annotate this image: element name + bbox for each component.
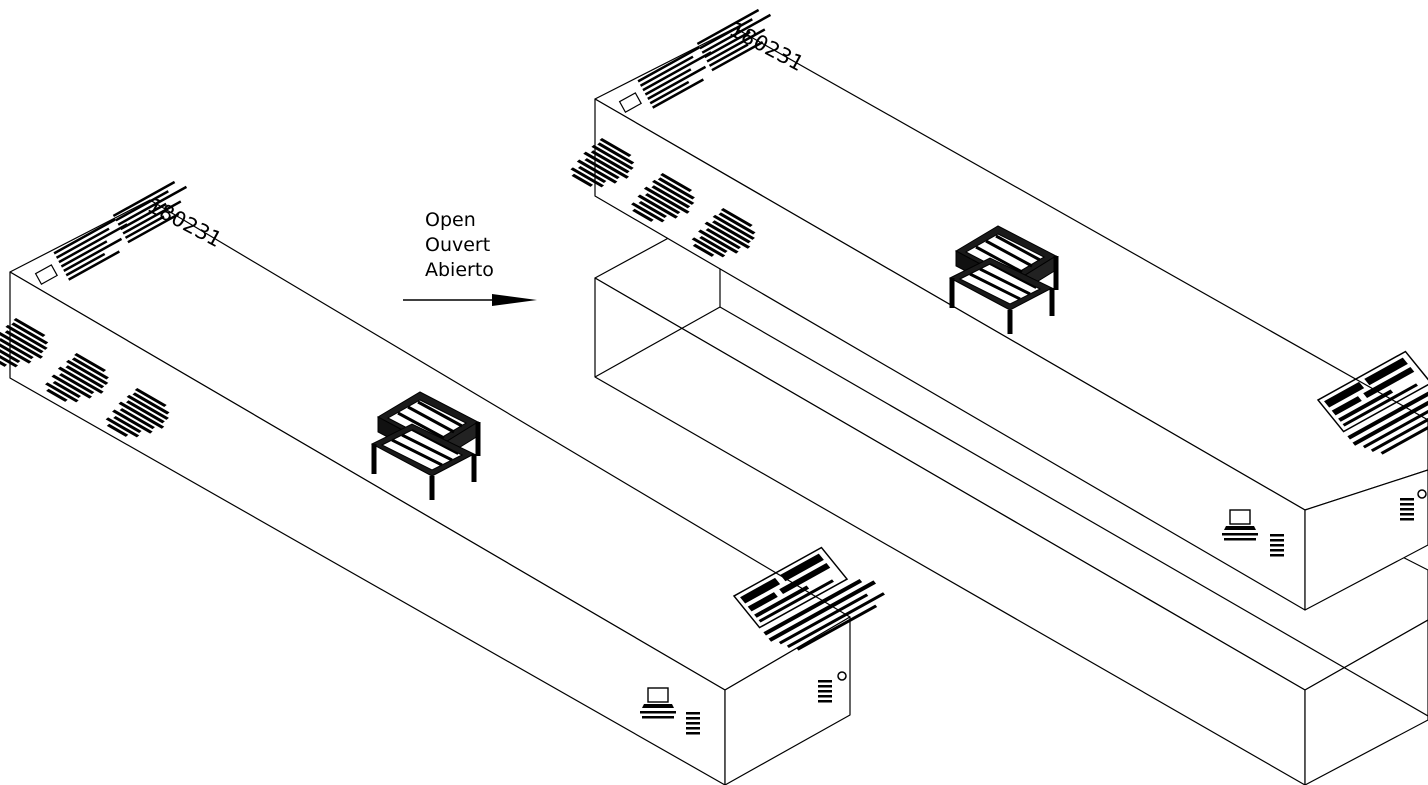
closed-box-end-lines: [818, 671, 847, 703]
tray-inner-floor-left: [594, 306, 721, 378]
open-box-tray: [594, 209, 1428, 785]
open-box-end-lines: [1400, 489, 1427, 521]
open-box-top-label: [618, 5, 781, 113]
lid-end-face: [1304, 469, 1428, 611]
step-label-fr: Ouvert: [425, 234, 490, 256]
arrow-right-icon: [403, 294, 537, 306]
closed-box-top-label: [34, 177, 197, 285]
step-label-es: Abierto: [425, 259, 494, 281]
closed-box-end-face: [724, 616, 851, 785]
tray-end-face: [1304, 619, 1428, 785]
closed-box-front-face: [9, 271, 726, 785]
tray-inner-floor: [719, 306, 1428, 717]
open-box-lid: 180231: [562, 5, 1428, 611]
tray-front-face: [594, 277, 1306, 785]
step-label-en: Open: [425, 209, 476, 231]
step-instruction: Open Ouvert Abierto: [403, 209, 537, 306]
